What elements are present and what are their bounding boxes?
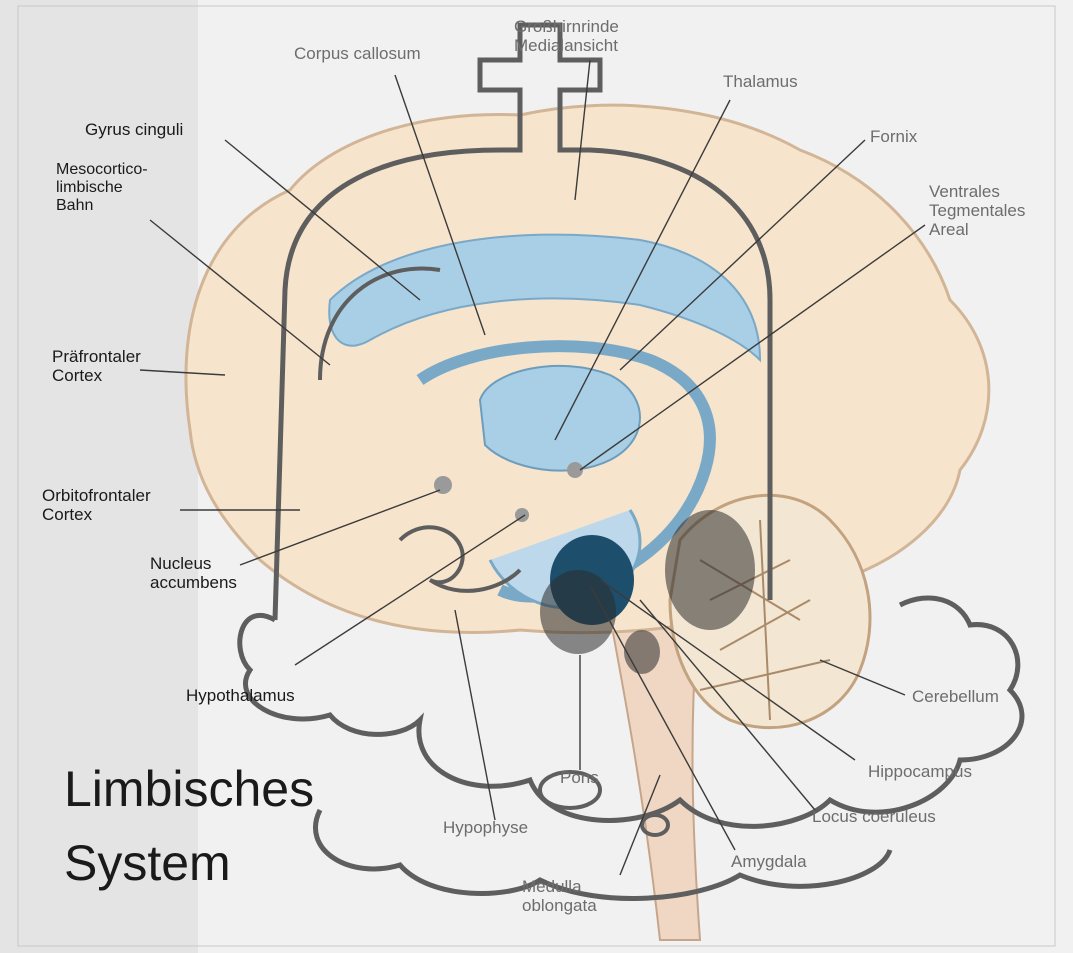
label-orbitofrontaler: Orbitofrontaler Cortex [42, 486, 151, 524]
label-thalamus: Thalamus [723, 72, 798, 91]
label-cerebellum: Cerebellum [912, 687, 999, 706]
label-mesocortico: Mesocortico- limbische Bahn [56, 161, 148, 215]
label-hypophyse: Hypophyse [443, 818, 528, 837]
label-medulla: Medulla oblongata [522, 877, 597, 915]
thalamus-shape [480, 366, 640, 471]
label-hypothalamus: Hypothalamus [186, 686, 295, 705]
label-amygdala: Amygdala [731, 852, 807, 871]
label-praefrontaler: Präfrontaler Cortex [52, 347, 141, 385]
label-nucleus: Nucleus accumbens [150, 554, 237, 592]
label-fornix: Fornix [870, 127, 917, 146]
label-grosshirnrinde: Großhirnrinde Medialansicht [514, 17, 619, 55]
title-line-2: System [64, 834, 231, 892]
title-line-1: Limbisches [64, 760, 314, 818]
dark-overlay-small [624, 630, 660, 674]
label-pons: Pons [560, 768, 599, 787]
label-locus-coeruleus: Locus coeruleus [812, 807, 936, 826]
label-gyrus-cinguli: Gyrus cinguli [85, 120, 183, 139]
dark-overlay-right [665, 510, 755, 630]
label-corpus-callosum: Corpus callosum [294, 44, 421, 63]
label-hippocampus: Hippocampus [868, 762, 972, 781]
label-vta: Ventrales Tegmentales Areal [929, 182, 1025, 239]
